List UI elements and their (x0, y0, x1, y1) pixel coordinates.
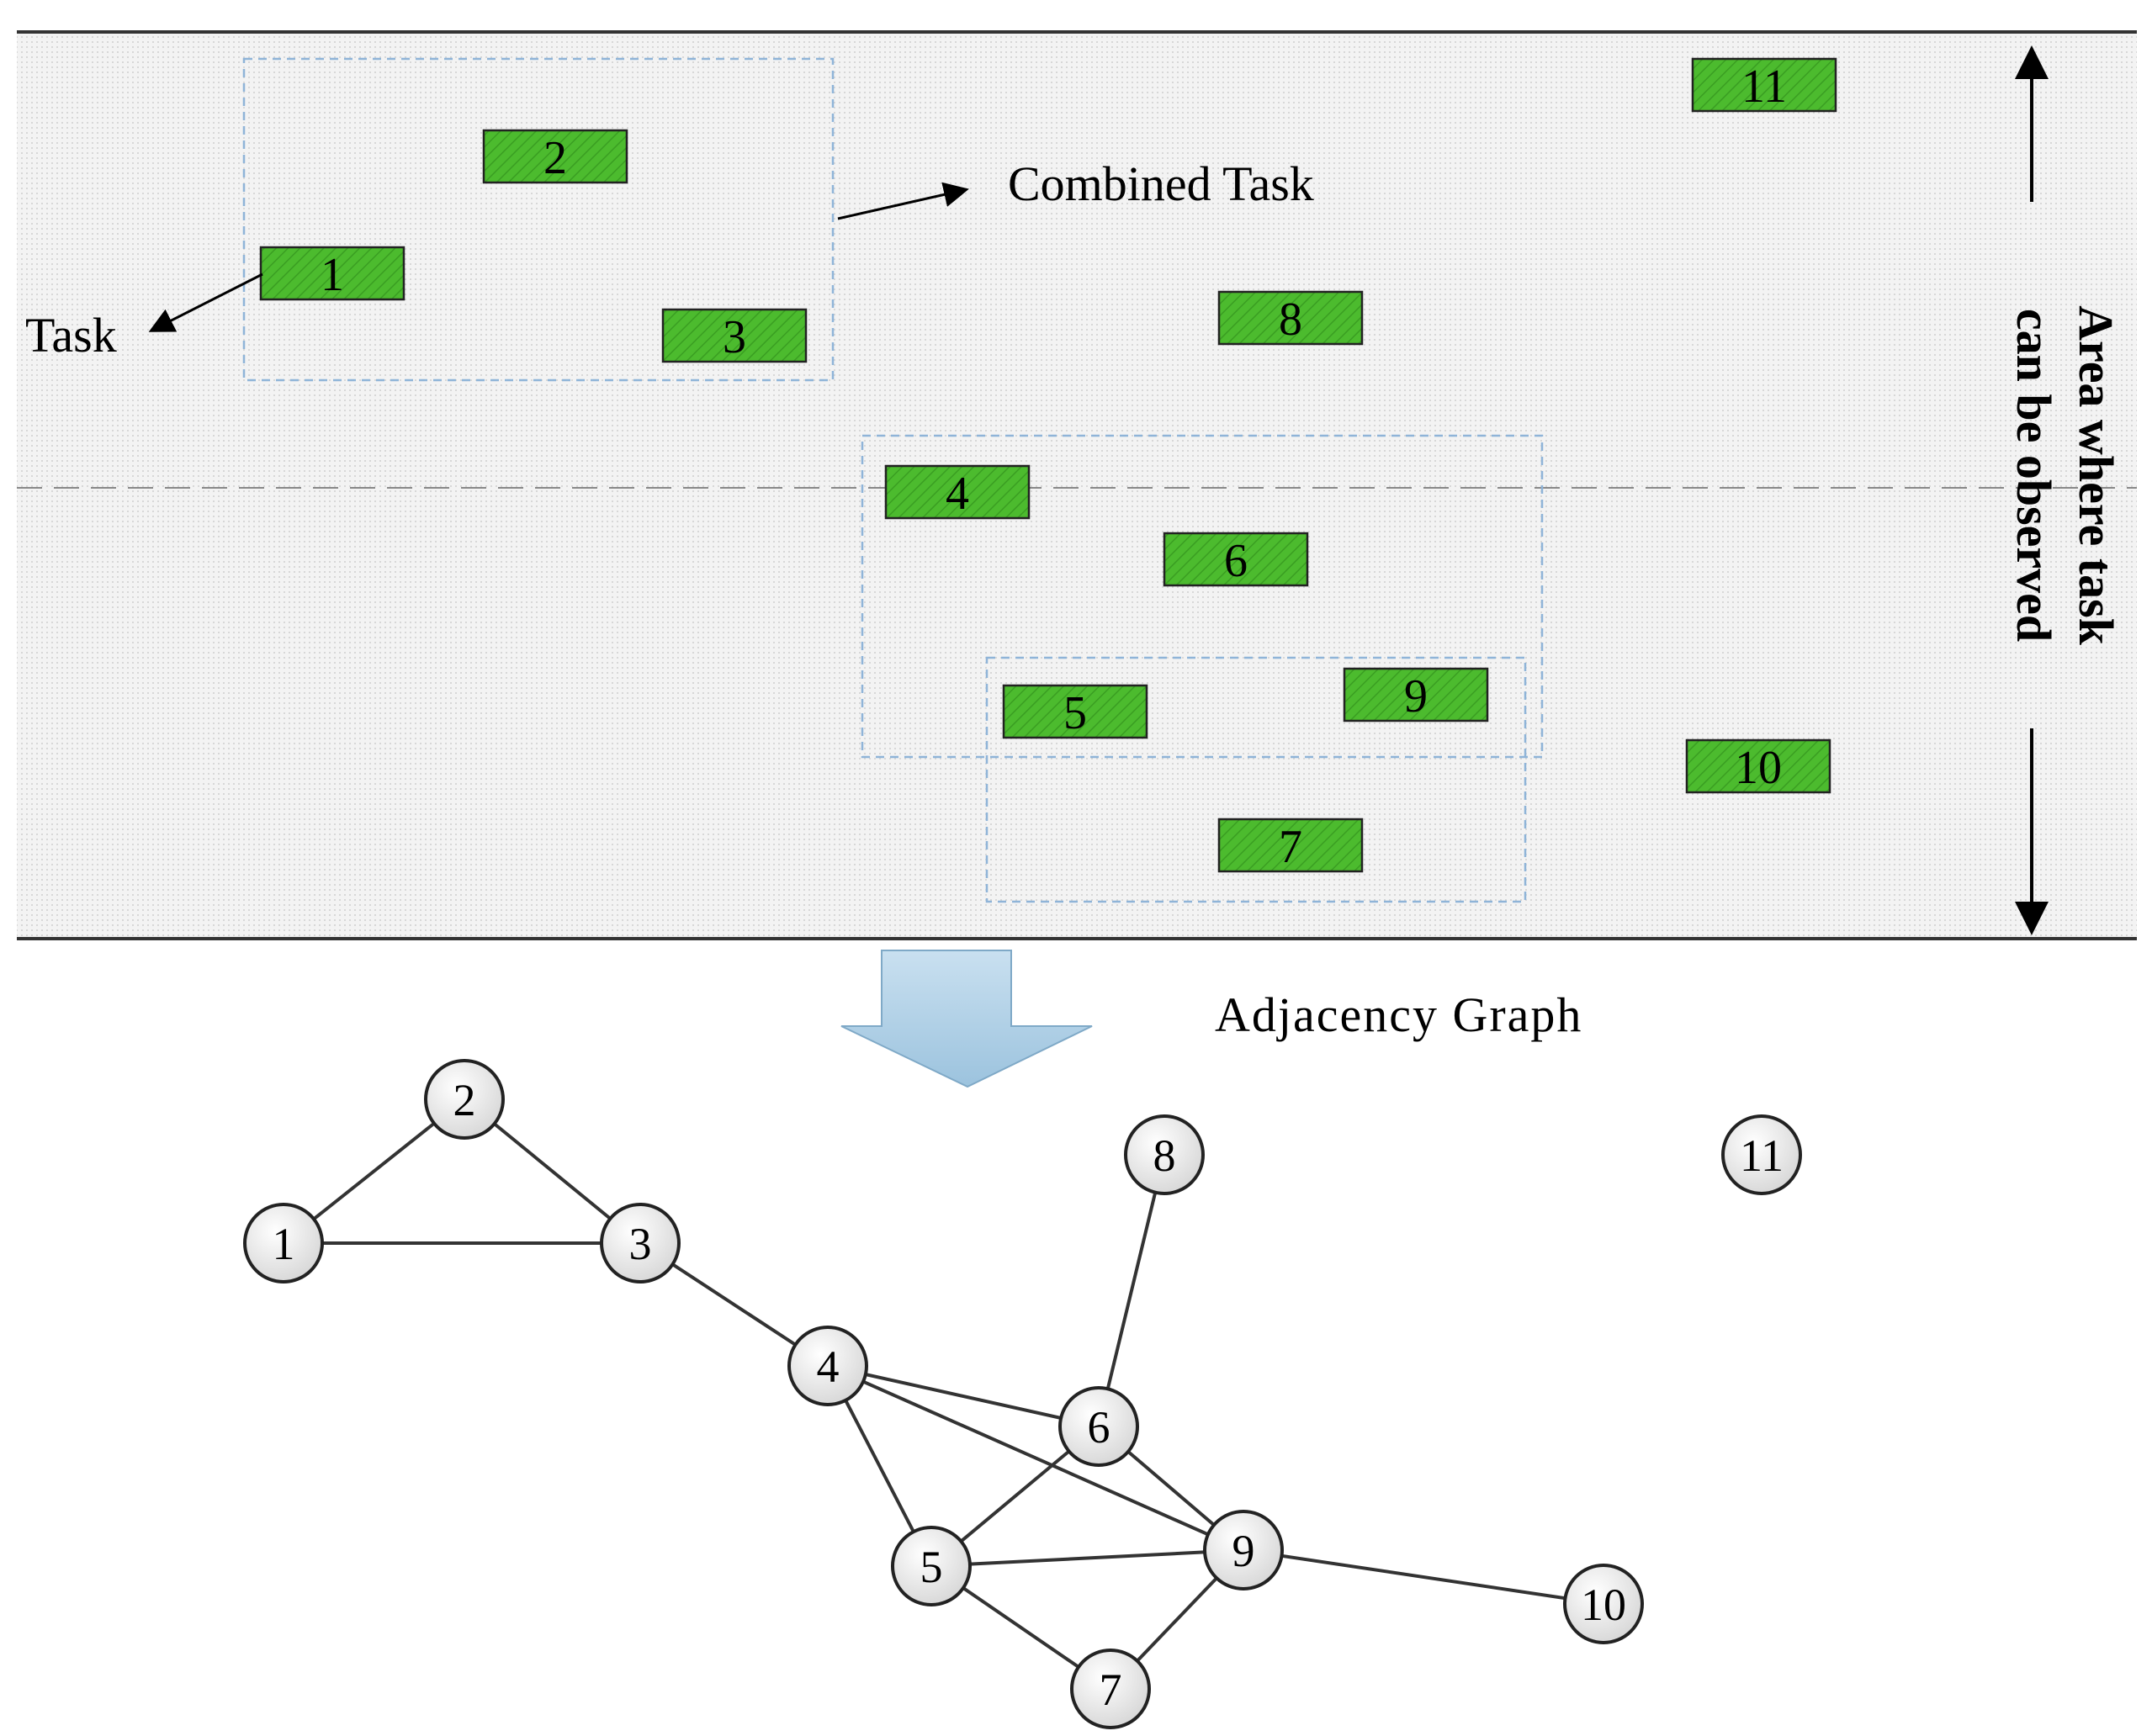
graph-node-7: 7 (1070, 1649, 1151, 1729)
task-box-8: 8 (1217, 290, 1364, 346)
graph-edge-5-9 (930, 1548, 1244, 1568)
graph-node-label-10: 10 (1581, 1580, 1626, 1630)
graph-nodes: 1 2 3 4 5 6 7 8 9 10 11 (243, 1059, 1802, 1729)
task-label-10: 10 (1735, 742, 1782, 794)
task-label-9: 9 (1404, 670, 1428, 722)
graph-node-label-5: 5 (920, 1542, 943, 1592)
graph-node-label-2: 2 (453, 1075, 476, 1125)
task-rect-6 (1163, 532, 1309, 587)
combined-task-box-a (242, 57, 835, 382)
graph-node-circle-4 (787, 1326, 868, 1406)
task-label-2: 2 (543, 132, 567, 184)
graph-edge-4-9 (827, 1364, 1244, 1552)
graph-node-circle-9 (1203, 1510, 1284, 1590)
task-box-4: 4 (884, 464, 1031, 520)
graph-node-8: 8 (1124, 1114, 1205, 1195)
graph-node-label-7: 7 (1100, 1665, 1122, 1715)
combined-task-box-c (985, 656, 1527, 903)
task-box-3: 3 (661, 308, 808, 363)
graph-node-circle-8 (1124, 1114, 1205, 1195)
graph-node-3: 3 (600, 1203, 681, 1283)
task-box-2: 2 (482, 129, 628, 184)
task-label-8: 8 (1279, 294, 1302, 346)
task-rect-11 (1691, 57, 1837, 113)
task-rect-9 (1343, 667, 1489, 722)
graph-node-6: 6 (1058, 1386, 1139, 1467)
graph-node-circle-2 (424, 1059, 505, 1140)
observed-area-label-line1: Area where task (2069, 305, 2123, 646)
graph-node-label-11: 11 (1740, 1130, 1784, 1181)
task-label-4: 4 (946, 468, 969, 520)
graph-edge-9-10 (1243, 1548, 1604, 1606)
task-box-9: 9 (1343, 667, 1489, 722)
task-pointer-arrow (148, 273, 263, 332)
graph-node-circle-5 (891, 1526, 972, 1606)
graph-node-label-4: 4 (817, 1342, 840, 1392)
observed-area-label-line2: can be observed (2006, 309, 2061, 642)
task-label-11: 11 (1741, 61, 1787, 113)
graph-node-11: 11 (1721, 1114, 1802, 1195)
task-box-7: 7 (1217, 818, 1364, 873)
graph-node-label-9: 9 (1232, 1526, 1255, 1576)
graph-node-circle-10 (1563, 1564, 1644, 1644)
graph-edge-4-6 (827, 1364, 1100, 1428)
graph-node-label-8: 8 (1153, 1130, 1176, 1181)
task-box-11: 11 (1691, 57, 1837, 113)
task-rect-2 (482, 129, 628, 184)
transform-down-arrow (840, 950, 1093, 1088)
task-rect-1 (259, 246, 405, 301)
task-rect-3 (661, 308, 808, 363)
graph-node-circle-3 (600, 1203, 681, 1283)
graph-node-2: 2 (424, 1059, 505, 1140)
combined-task-pointer-arrow (837, 182, 969, 220)
task-box-5: 5 (1002, 684, 1148, 739)
task-box-6: 6 (1163, 532, 1309, 587)
tasks-layer: 1 2 3 4 5 6 7 8 9 10 11 (259, 57, 1837, 873)
task-rect-4 (884, 464, 1031, 520)
graph-node-10: 10 (1563, 1564, 1644, 1644)
graph-node-circle-7 (1070, 1649, 1151, 1729)
graph-node-circle-11 (1721, 1114, 1802, 1195)
graph-node-9: 9 (1203, 1510, 1284, 1590)
graph-node-1: 1 (243, 1203, 324, 1283)
task-rect-8 (1217, 290, 1364, 346)
graph-node-label-3: 3 (629, 1219, 652, 1269)
combined-task-label: Combined Task (1008, 156, 1314, 211)
task-rect-7 (1217, 818, 1364, 873)
task-rect-10 (1685, 738, 1831, 794)
task-box-10: 10 (1685, 738, 1831, 794)
task-rect-5 (1002, 684, 1148, 739)
graph-node-circle-6 (1058, 1386, 1139, 1467)
graph-node-5: 5 (891, 1526, 972, 1606)
graph-node-label-1: 1 (273, 1219, 295, 1269)
graph-node-circle-1 (243, 1203, 324, 1283)
adjacency-graph-title: Adjacency Graph (1215, 987, 1582, 1042)
task-label-3: 3 (723, 311, 746, 363)
graph-node-4: 4 (787, 1326, 868, 1406)
graph-edge-8-6 (1097, 1154, 1166, 1427)
task-label-5: 5 (1063, 687, 1087, 739)
task-box-1: 1 (259, 246, 405, 301)
task-label-1: 1 (321, 249, 344, 301)
task-label-6: 6 (1224, 535, 1248, 587)
task-label-7: 7 (1279, 821, 1302, 873)
task-label: Task (25, 308, 117, 363)
graph-node-label-6: 6 (1088, 1402, 1110, 1453)
